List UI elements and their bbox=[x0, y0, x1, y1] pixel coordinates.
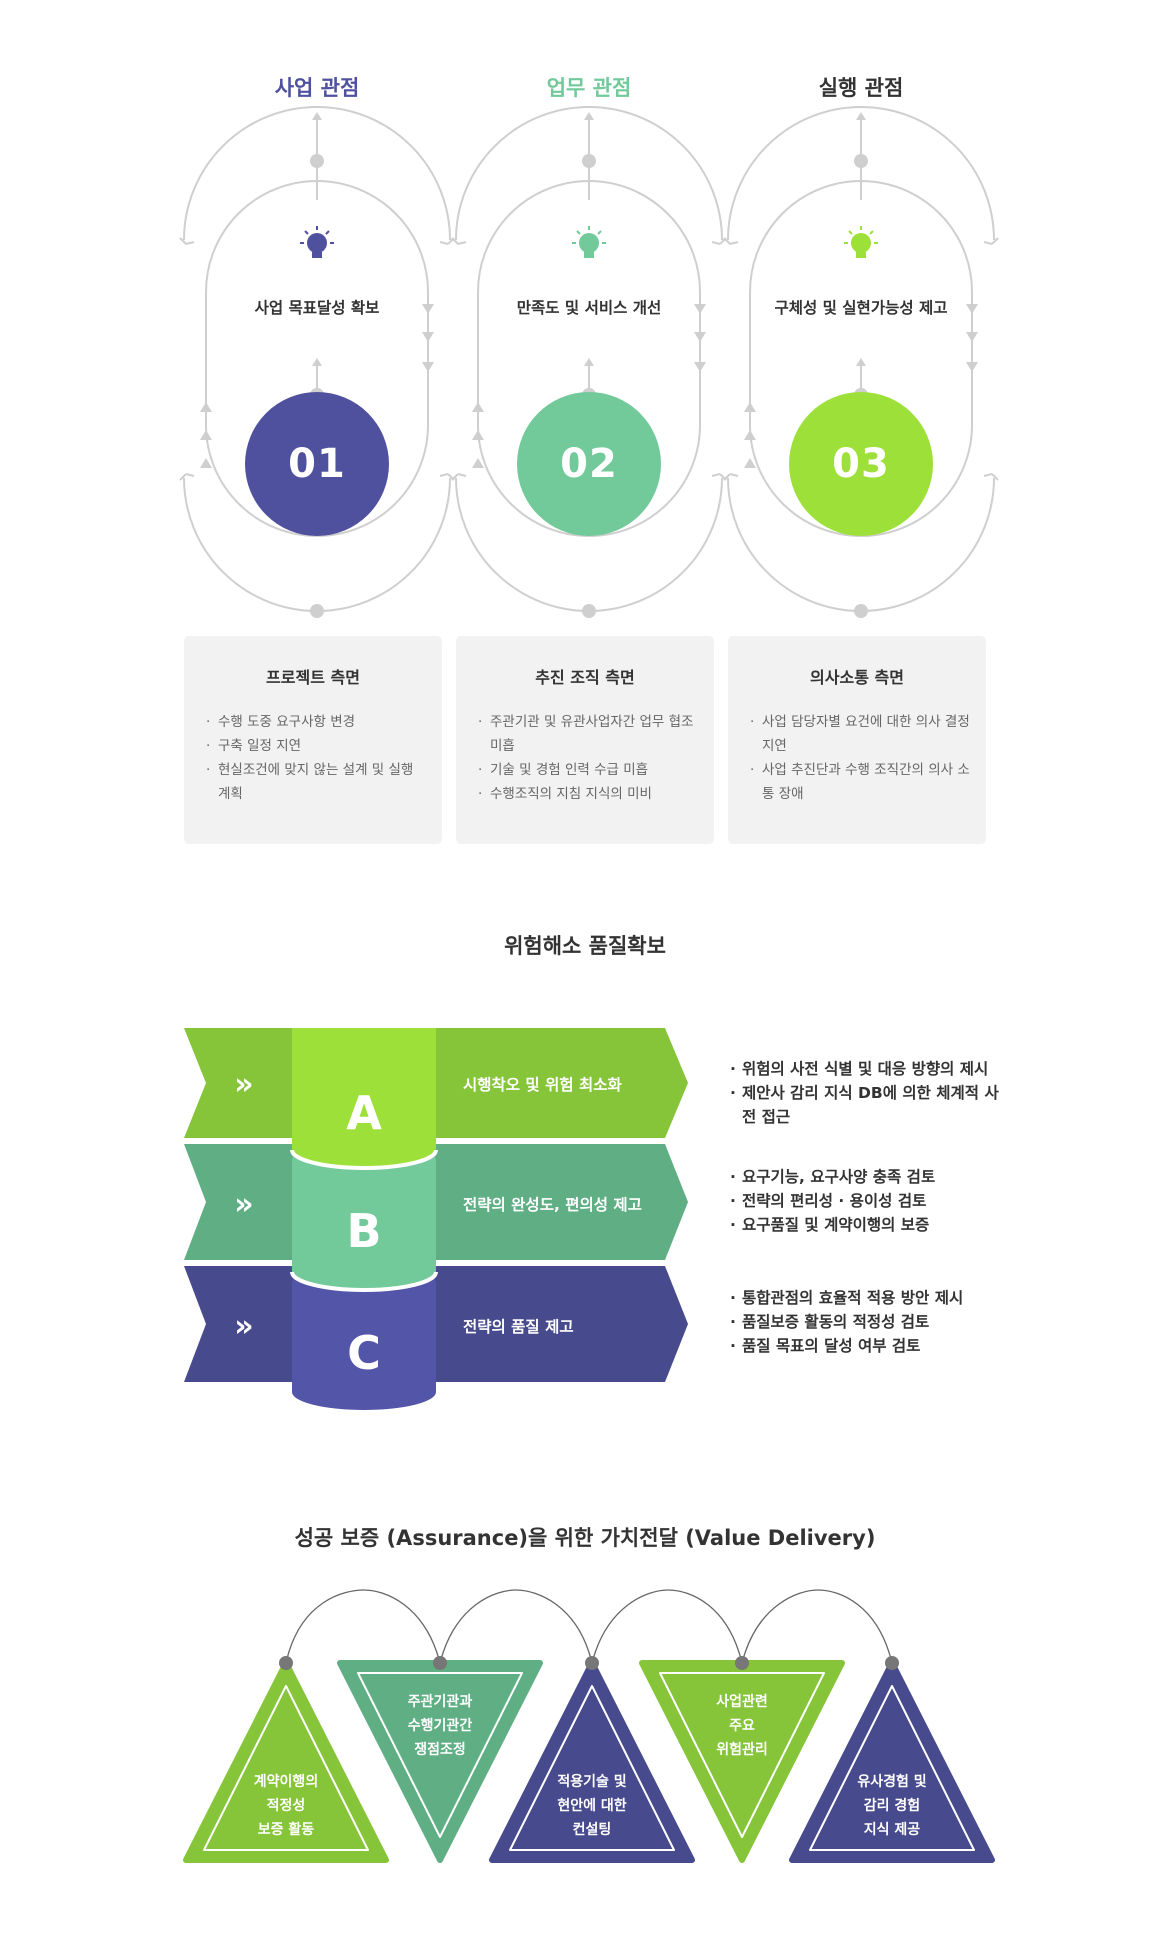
triangle-text-line: 쟁점조정 bbox=[414, 1742, 466, 1758]
triangle-text-line: 컨설팅 bbox=[572, 1822, 612, 1838]
aspect-card-list: 사업 담당자별 요건에 대한 의사 결정 지연 사업 추진단과 수행 조직간의 … bbox=[750, 710, 970, 806]
perspective-title: 사업 관점 bbox=[274, 76, 360, 100]
list-item: 주관기관 및 유관사업자간 업무 협조 미흡 bbox=[478, 710, 698, 758]
triangle-text-line: 적용기술 및 bbox=[557, 1774, 627, 1790]
triangle-text: 사업관련 주요 위험관리 bbox=[677, 1690, 807, 1762]
triangle-text-line: 지식 제공 bbox=[863, 1822, 921, 1838]
aspect-card-title: 의사소통 측면 bbox=[810, 668, 904, 687]
triangle-text-line: 주요 bbox=[729, 1718, 755, 1734]
band-letter: C bbox=[347, 1326, 381, 1380]
aspect-card: 의사소통 측면 사업 담당자별 요건에 대한 의사 결정 지연 사업 추진단과 … bbox=[728, 636, 986, 844]
list-item: 제안사 감리 지식 DB에 의한 체계적 사전 접근 bbox=[730, 1081, 1010, 1129]
perspective-goal: 구체성 및 실현가능성 제고 bbox=[774, 299, 948, 317]
chevron-right-icon: » bbox=[234, 1187, 254, 1222]
list-item: 품질 목표의 달성 여부 검토 bbox=[730, 1334, 1010, 1358]
value-section-title: 성공 보증 (Assurance)을 위한 가치전달 (Value Delive… bbox=[294, 1526, 876, 1550]
perspective-track-diagram bbox=[179, 106, 999, 619]
band-a-bullets: 위험의 사전 식별 및 대응 방향의 제시 제안사 감리 지식 DB에 의한 체… bbox=[730, 1057, 1010, 1129]
lightbulb-icon bbox=[572, 226, 606, 258]
list-item: 사업 추진단과 수행 조직간의 의사 소통 장애 bbox=[750, 758, 970, 806]
band-b-bullets: 요구기능, 요구사양 충족 검토 전략의 편리성 · 용이성 검토 요구품질 및… bbox=[730, 1165, 1010, 1237]
lightbulb-icon bbox=[844, 226, 878, 258]
triangle-text: 주관기관과 수행기관간 쟁점조정 bbox=[375, 1690, 505, 1762]
band-letter: B bbox=[346, 1204, 382, 1258]
perspective-number-circle: 02 bbox=[517, 392, 661, 536]
list-item: 현실조건에 맞지 않는 설계 및 실행 계획 bbox=[206, 758, 426, 806]
triangle-up bbox=[183, 1660, 389, 1863]
triangle-text-line: 감리 경험 bbox=[863, 1798, 921, 1814]
triangle-text-line: 주관기관과 bbox=[407, 1694, 473, 1710]
list-item: 사업 담당자별 요건에 대한 의사 결정 지연 bbox=[750, 710, 970, 758]
list-item: 구축 일정 지연 bbox=[206, 734, 426, 758]
perspective-goal: 만족도 및 서비스 개선 bbox=[516, 299, 662, 317]
triangle-text-line: 사업관련 bbox=[716, 1694, 768, 1710]
perspective-goal: 사업 목표달성 확보 bbox=[254, 299, 380, 317]
triangle-text-line: 수행기관간 bbox=[407, 1718, 473, 1734]
aspect-card-list: 주관기관 및 유관사업자간 업무 협조 미흡 기술 및 경험 인력 수급 미흡 … bbox=[478, 710, 698, 806]
triangle-text-line: 현안에 대한 bbox=[557, 1798, 627, 1814]
triangle-text-line: 적정성 bbox=[266, 1798, 306, 1814]
aspect-card: 추진 조직 측면 주관기관 및 유관사업자간 업무 협조 미흡 기술 및 경험 … bbox=[456, 636, 714, 844]
triangle-text-line: 위험관리 bbox=[716, 1742, 768, 1758]
triangle-text: 계약이행의 적정성 보증 활동 bbox=[221, 1770, 351, 1842]
perspective-number-circle: 03 bbox=[789, 392, 933, 536]
risk-section-title: 위험해소 품질확보 bbox=[504, 934, 666, 958]
triangle-text: 적용기술 및 현안에 대한 컨설팅 bbox=[527, 1770, 657, 1842]
aspect-card-title: 프로젝트 측면 bbox=[266, 668, 360, 687]
band-c-bullets: 통합관점의 효율적 적용 방안 제시 품질보증 활동의 적정성 검토 품질 목표… bbox=[730, 1286, 1010, 1358]
aspect-card-title: 추진 조직 측면 bbox=[535, 668, 635, 687]
band-label: 전략의 완성도, 편의성 제고 bbox=[463, 1196, 642, 1214]
list-item: 위험의 사전 식별 및 대응 방향의 제시 bbox=[730, 1057, 1010, 1081]
triangle-up bbox=[789, 1660, 995, 1863]
list-item: 수행 도중 요구사항 변경 bbox=[206, 710, 426, 734]
band-label: 시행착오 및 위험 최소화 bbox=[463, 1076, 622, 1094]
perspective-title: 실행 관점 bbox=[818, 76, 904, 100]
quality-bands-diagram bbox=[184, 1028, 688, 1410]
triangle-text-line: 보증 활동 bbox=[257, 1822, 315, 1838]
perspective-number-circle: 01 bbox=[245, 392, 389, 536]
perspective-title: 업무 관점 bbox=[546, 76, 632, 100]
aspect-card-list: 수행 도중 요구사항 변경 구축 일정 지연 현실조건에 맞지 않는 설계 및 … bbox=[206, 710, 426, 806]
list-item: 전략의 편리성 · 용이성 검토 bbox=[730, 1189, 1010, 1213]
triangle-text: 유사경험 및 감리 경험 지식 제공 bbox=[827, 1770, 957, 1842]
triangle-text-line: 유사경험 및 bbox=[857, 1774, 927, 1790]
band-letter: A bbox=[346, 1086, 382, 1140]
triangle-up bbox=[489, 1660, 695, 1863]
aspect-card: 프로젝트 측면 수행 도중 요구사항 변경 구축 일정 지연 현실조건에 맞지 … bbox=[184, 636, 442, 844]
chevron-right-icon: » bbox=[234, 1067, 254, 1102]
chevron-right-icon: » bbox=[234, 1309, 254, 1344]
list-item: 기술 및 경험 인력 수급 미흡 bbox=[478, 758, 698, 782]
band-label: 전략의 품질 제고 bbox=[463, 1318, 574, 1336]
list-item: 수행조직의 지침 지식의 미비 bbox=[478, 782, 698, 806]
lightbulb-icon bbox=[300, 226, 334, 258]
list-item: 요구품질 및 계약이행의 보증 bbox=[730, 1213, 1010, 1237]
list-item: 통합관점의 효율적 적용 방안 제시 bbox=[730, 1286, 1010, 1310]
list-item: 품질보증 활동의 적정성 검토 bbox=[730, 1310, 1010, 1334]
list-item: 요구기능, 요구사양 충족 검토 bbox=[730, 1165, 1010, 1189]
triangle-text-line: 계약이행의 bbox=[253, 1774, 319, 1790]
value-delivery-diagram bbox=[183, 1589, 995, 1863]
